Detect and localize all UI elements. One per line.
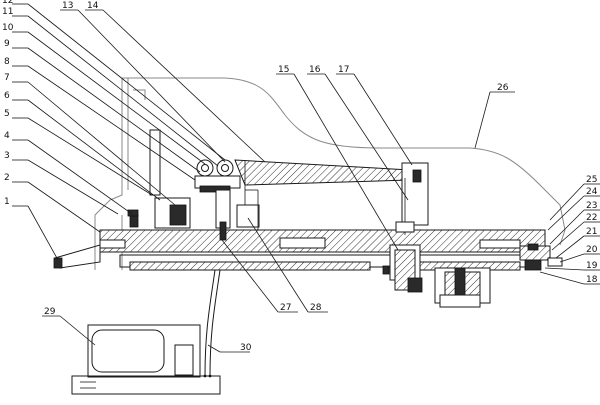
- vertical-post: [127, 129, 191, 229]
- callout-29: 29: [44, 307, 56, 317]
- swing-arm: [234, 159, 411, 230]
- callout-6: 6: [4, 91, 10, 101]
- callout-30: 30: [240, 343, 252, 353]
- callout-26: 26: [497, 83, 509, 93]
- callout-13: 13: [62, 1, 73, 11]
- base-plate: [99, 229, 546, 253]
- lower-gearbox: [434, 267, 491, 308]
- callout-27: 27: [280, 303, 291, 313]
- callout-7: 7: [4, 73, 10, 83]
- cable: [204, 269, 221, 377]
- callout-17: 17: [338, 65, 349, 75]
- callout-5: 5: [4, 109, 10, 119]
- callout-20: 20: [586, 245, 598, 255]
- callout-1: 1: [4, 197, 10, 207]
- callout-3: 3: [4, 151, 10, 161]
- callout-19: 19: [586, 261, 598, 271]
- left-bracket: [53, 244, 101, 269]
- central-shaft: [382, 244, 423, 293]
- computer-terminal: [71, 324, 221, 395]
- callout-15: 15: [278, 65, 289, 75]
- callout-21: 21: [586, 227, 597, 237]
- right-clamp: [519, 243, 563, 271]
- callout-8: 8: [4, 57, 10, 67]
- callout-4: 4: [4, 131, 10, 141]
- callout-23: 23: [586, 201, 597, 211]
- callout-12: 12: [2, 0, 13, 6]
- callout-2: 2: [4, 173, 10, 183]
- roller-assembly: [194, 159, 241, 241]
- callout-10: 10: [2, 23, 14, 33]
- callout-24: 24: [586, 187, 598, 197]
- callout-28: 28: [310, 303, 322, 313]
- leader-lines: [12, 3, 600, 353]
- callout-16: 16: [309, 65, 321, 75]
- callout-14: 14: [87, 1, 99, 11]
- callout-18: 18: [586, 275, 598, 285]
- callout-labels: 1 2 3 4 5 6 7 8 9 10 11 12 13 14 15 16 1…: [2, 0, 598, 353]
- callout-25: 25: [586, 175, 597, 185]
- callout-11: 11: [2, 7, 13, 17]
- callout-9: 9: [4, 39, 10, 49]
- callout-22: 22: [586, 213, 597, 223]
- sensor-block: [395, 162, 429, 235]
